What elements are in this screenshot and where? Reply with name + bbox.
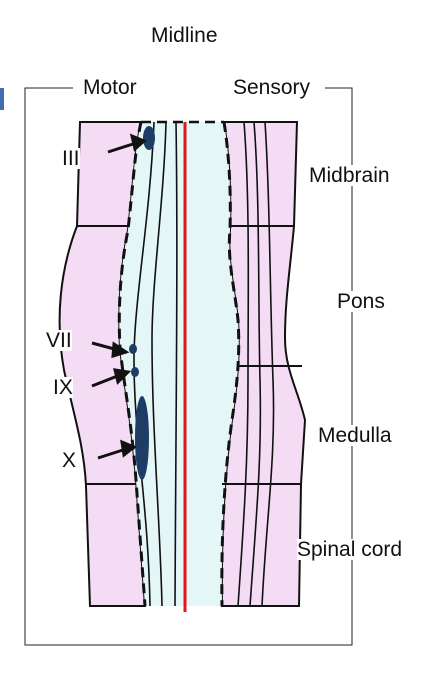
sensory-line-1 (237, 121, 250, 607)
right-sulcus-dashed (220, 121, 241, 607)
arrowhead-IX (112, 368, 132, 385)
region-label-midbrain: Midbrain (309, 164, 390, 187)
nucleus-VII (129, 344, 137, 354)
sensory-line-2 (249, 121, 262, 607)
nucleus-X (135, 396, 149, 480)
motor-line-2 (151, 121, 167, 607)
arrowhead-X (120, 439, 137, 458)
column-label-motor: Motor (79, 77, 141, 98)
motor-line-1 (133, 121, 155, 607)
nucleus-III (143, 126, 155, 150)
region-label-spinal-cord: Spinal cord (297, 538, 403, 561)
diagram-title: Midline (151, 24, 218, 47)
nucleus-label-III: III (62, 147, 80, 170)
column-label-sensory: Sensory (229, 77, 315, 98)
arrow-X (97, 447, 127, 460)
central-lumen (119, 122, 239, 606)
nucleus-label-X: X (62, 449, 77, 472)
region-label-pons: Pons (337, 290, 385, 313)
motor-line-3 (174, 121, 178, 607)
outer-frame (24, 87, 353, 646)
sensory-line-3 (261, 121, 275, 607)
left-sulcus-dashed (117, 121, 147, 607)
nucleus-label-IX: IX (53, 376, 73, 399)
arrowhead-VII (111, 341, 130, 359)
nucleus-label-VII: VII (46, 329, 72, 352)
region-label-medulla: Medulla (318, 424, 392, 447)
arrowhead-III (129, 133, 147, 152)
arrow-III (107, 141, 137, 154)
slide-accent-tab (0, 88, 4, 110)
nucleus-IX (131, 367, 139, 377)
